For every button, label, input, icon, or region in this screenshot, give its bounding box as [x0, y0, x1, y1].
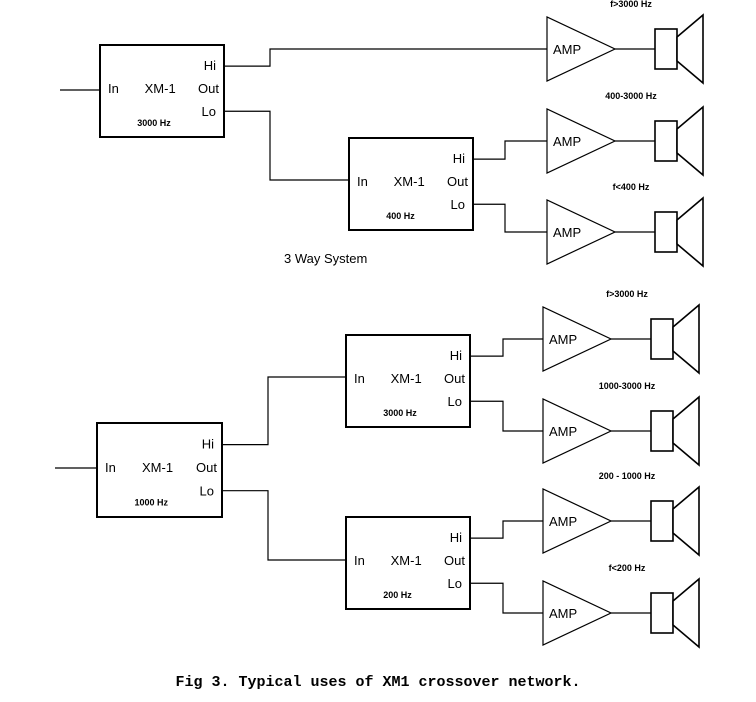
amp-label: AMP: [549, 424, 577, 439]
wire-hi-to-amp: [470, 520, 543, 539]
band-label: f>3000 Hz: [610, 0, 652, 9]
wire-lo-to-crossover: [224, 110, 349, 181]
amp-chain-mid: AMP 400-3000 Hz: [546, 91, 704, 177]
band-label: 200 - 1000 Hz: [599, 471, 656, 481]
lo-label: Lo: [200, 483, 214, 498]
out-label: Out: [444, 553, 465, 568]
module-name: XM-1: [145, 81, 176, 96]
speaker-magnet: [650, 500, 674, 542]
hi-label: Hi: [450, 530, 462, 545]
amp-chain-high: AMP f>3000 Hz: [542, 289, 700, 375]
band-label: f>3000 Hz: [606, 289, 648, 299]
out-label: Out: [196, 460, 217, 475]
wire-hi-to-amp: [224, 48, 547, 67]
crossover-frequency: 200 Hz: [383, 590, 412, 600]
crossover-box: [345, 516, 471, 610]
module-name: XM-1: [394, 174, 425, 189]
amp-label: AMP: [553, 42, 581, 57]
out-label: Out: [444, 371, 465, 386]
amp-label: AMP: [549, 332, 577, 347]
speaker-cone: [672, 577, 700, 649]
wire-hi-to-amp: [470, 338, 543, 357]
figure-caption: Fig 3. Typical uses of XM1 crossover net…: [175, 674, 581, 691]
lo-label: Lo: [448, 576, 462, 591]
crossover-box: [96, 422, 223, 518]
crossover-frequency: 400 Hz: [386, 211, 415, 221]
amp-chain-lower-mid: AMP 200 - 1000 Hz: [542, 471, 700, 557]
out-label: Out: [447, 174, 468, 189]
module-name: XM-1: [391, 553, 422, 568]
crossover-box: [99, 44, 225, 138]
crossover-frequency: 3000 Hz: [137, 118, 171, 128]
in-label: In: [108, 81, 119, 96]
wire-hi-to-crossover: [222, 376, 346, 446]
lo-label: Lo: [202, 104, 216, 119]
crossover-frequency: 1000 Hz: [135, 498, 169, 508]
speaker-magnet: [650, 318, 674, 360]
wire-lo-to-crossover: [222, 490, 346, 561]
amp-label: AMP: [549, 606, 577, 621]
module-name: XM-1: [391, 371, 422, 386]
speaker-magnet: [650, 410, 674, 452]
in-label: In: [105, 460, 116, 475]
speaker-cone: [676, 196, 704, 268]
wire-hi-to-amp: [473, 140, 547, 160]
speaker-magnet: [654, 211, 678, 253]
speaker-magnet: [654, 120, 678, 162]
amp-label: AMP: [549, 514, 577, 529]
crossover-box: [348, 137, 474, 231]
wire-lo-to-amp: [473, 203, 547, 233]
amp-label: AMP: [553, 225, 581, 240]
amp-chain-low: AMP f<200 Hz: [542, 563, 700, 649]
amp-label: AMP: [553, 134, 581, 149]
lo-label: Lo: [451, 197, 465, 212]
band-label: f<400 Hz: [613, 182, 650, 192]
hi-label: Hi: [450, 348, 462, 363]
wire-lo-to-amp: [470, 400, 543, 432]
hi-label: Hi: [202, 436, 214, 451]
in-label: In: [354, 371, 365, 386]
module-name: XM-1: [142, 460, 173, 475]
in-label: In: [354, 553, 365, 568]
hi-label: Hi: [204, 58, 216, 73]
amp-chain-low: AMP f<400 Hz: [546, 182, 704, 268]
wire-lo-to-amp: [470, 582, 543, 614]
lo-label: Lo: [448, 394, 462, 409]
hi-label: Hi: [453, 151, 465, 166]
speaker-magnet: [650, 592, 674, 634]
band-label: 1000-3000 Hz: [599, 381, 656, 391]
system-title-3way: 3 Way System: [284, 251, 367, 266]
band-label: 400-3000 Hz: [605, 91, 657, 101]
band-label: f<200 Hz: [609, 563, 646, 573]
in-label: In: [357, 174, 368, 189]
out-label: Out: [198, 81, 219, 96]
speaker-magnet: [654, 28, 678, 70]
amp-chain-high: AMP f>3000 Hz: [546, 0, 704, 85]
speaker-cone: [676, 105, 704, 177]
crossover-box: [345, 334, 471, 428]
speaker-cone: [672, 485, 700, 557]
amp-chain-upper-mid: AMP 1000-3000 Hz: [542, 381, 700, 467]
speaker-cone: [672, 303, 700, 375]
speaker-cone: [672, 395, 700, 467]
crossover-frequency: 3000 Hz: [383, 408, 417, 418]
speaker-cone: [676, 13, 704, 85]
